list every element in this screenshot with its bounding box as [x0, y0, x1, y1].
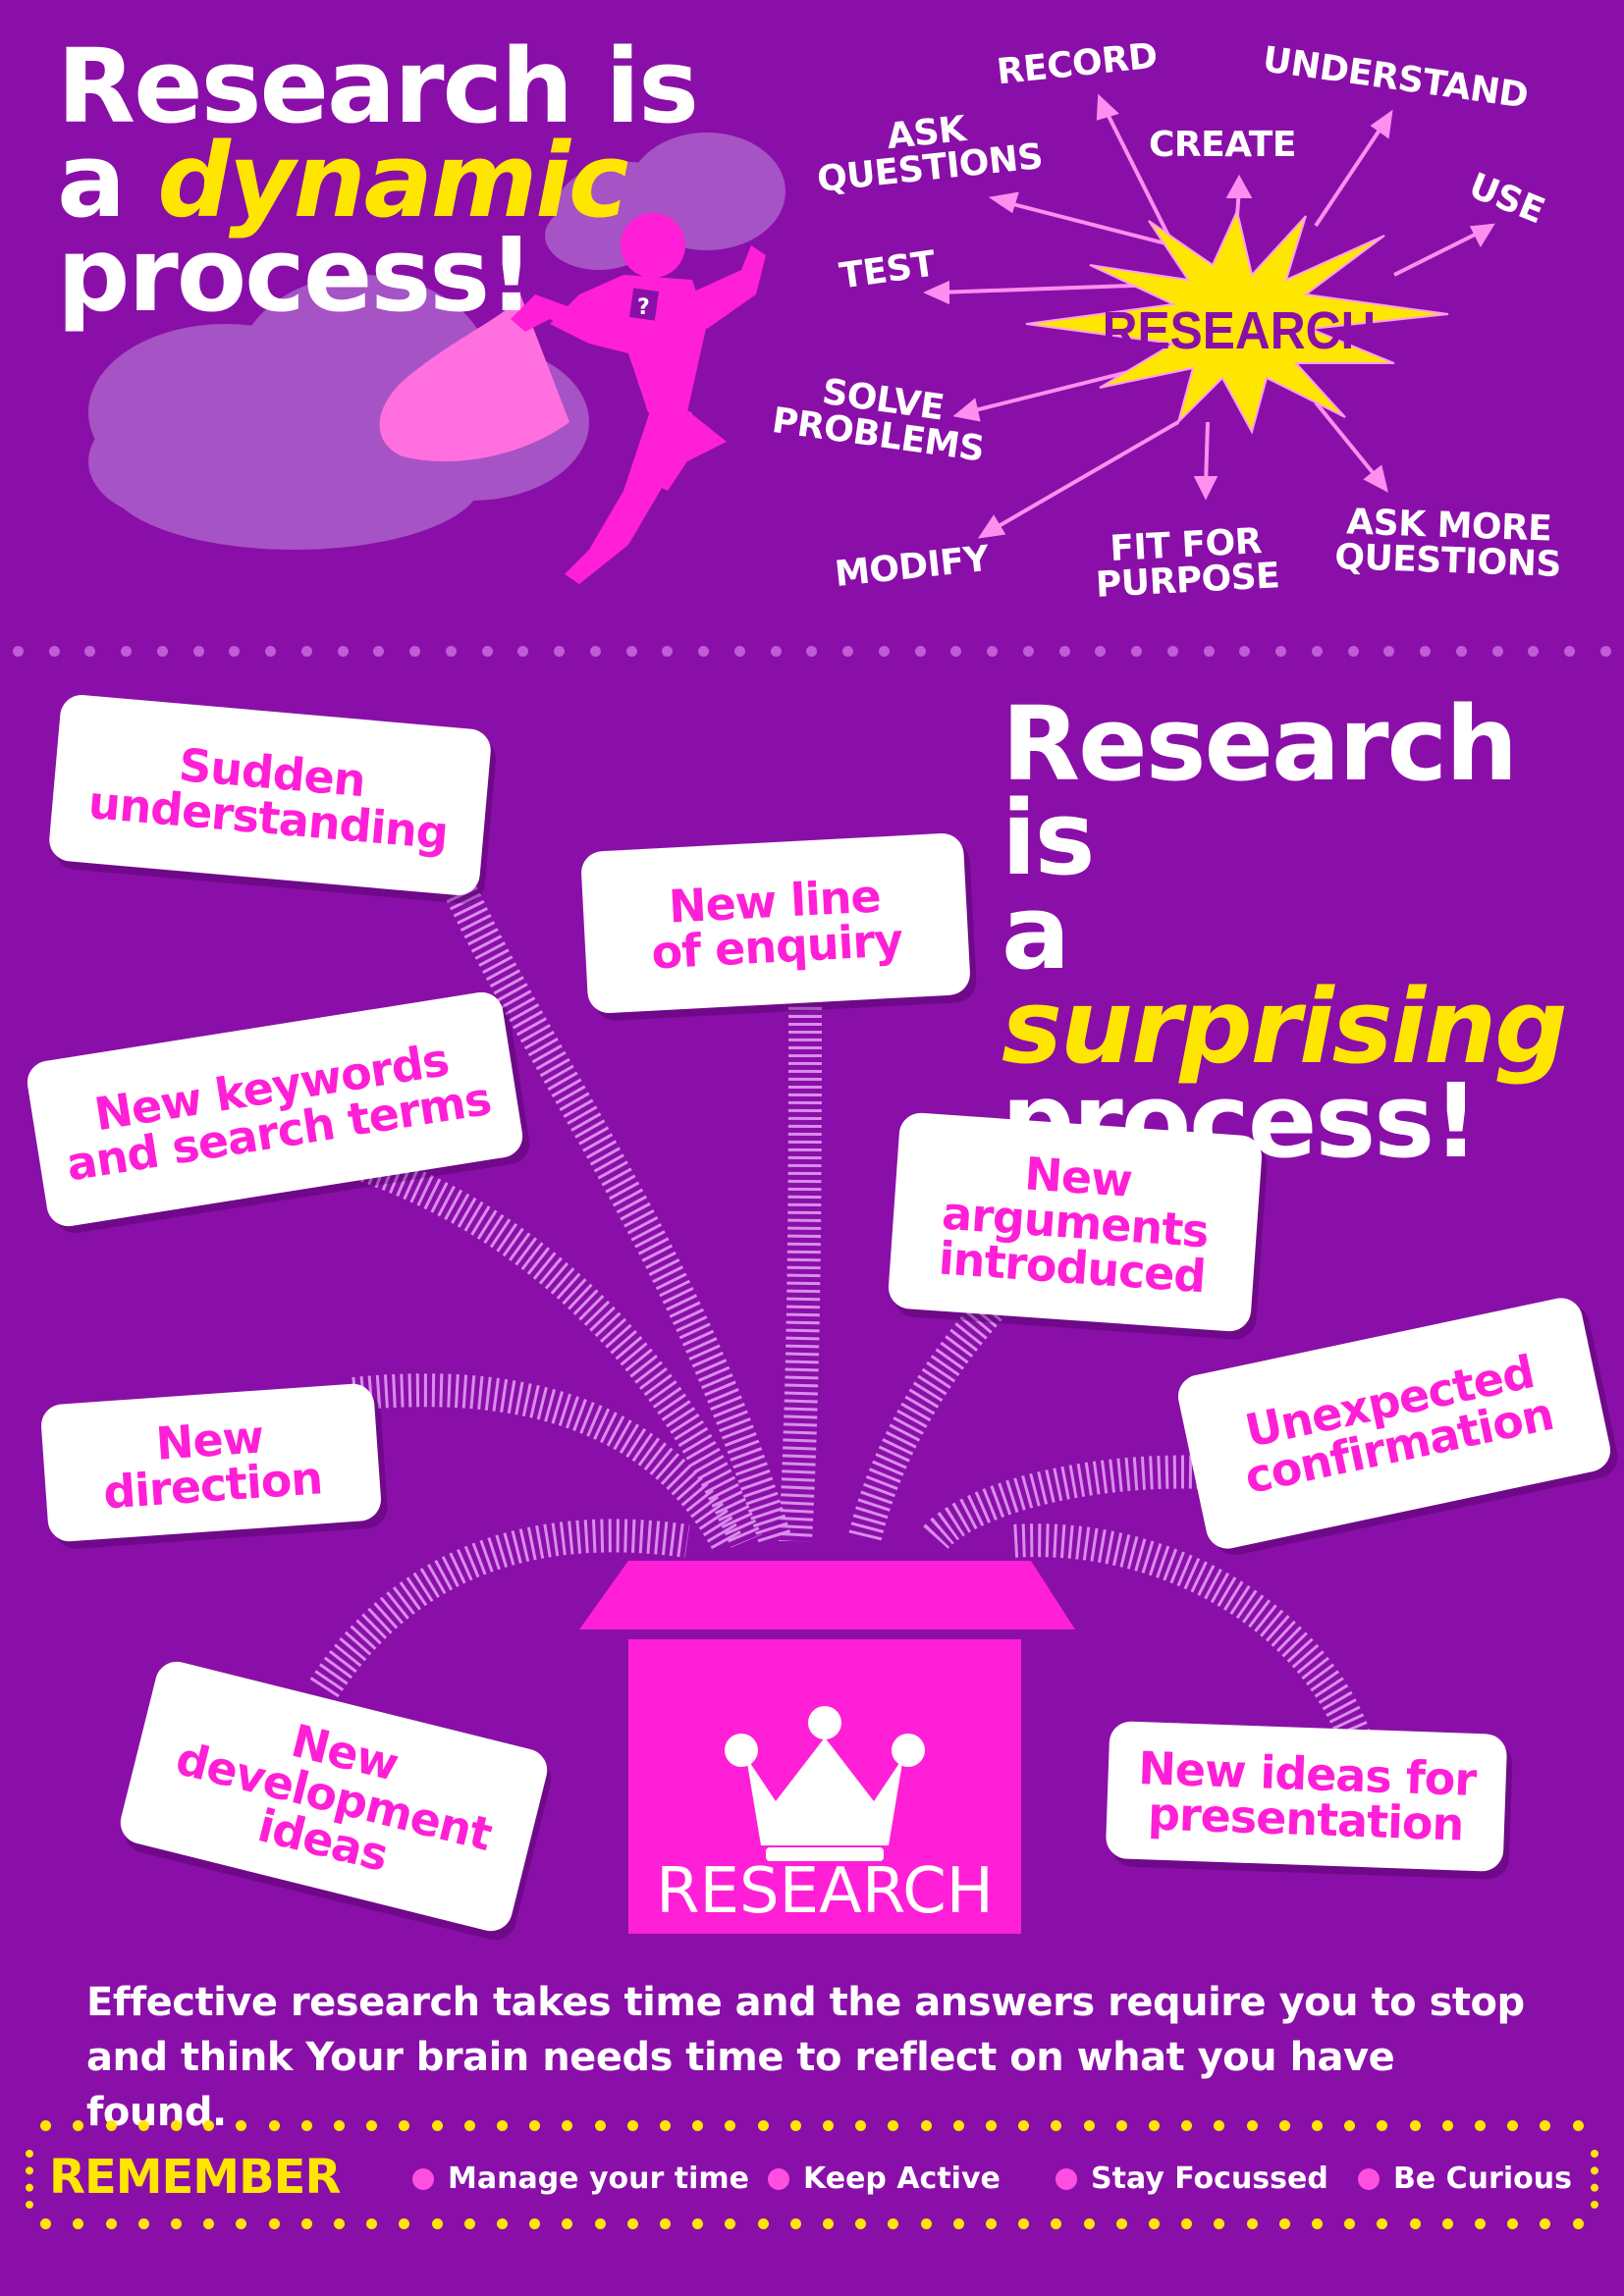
bullet-icon: [1056, 2167, 1077, 2190]
bullet-icon: [768, 2167, 789, 2190]
headline-line1: Research is: [1001, 684, 1518, 898]
top-illustration: ? RESEARCH: [88, 93, 1495, 584]
card-label: New direction: [101, 1410, 324, 1520]
card-label: Unexpected confirmation: [1240, 1345, 1558, 1505]
box-label: RESEARCH: [656, 1855, 994, 1928]
card-label: Sudden understanding: [85, 737, 451, 860]
term-fit-for-purpose: FIT FOR PURPOSE: [1094, 521, 1281, 606]
section-divider: [0, 646, 1624, 666]
headline-line3: process!: [57, 215, 535, 335]
term-create: CREATE: [1149, 125, 1296, 165]
tip-label: Stay Focussed: [1091, 2162, 1328, 2196]
research-arrows: [923, 93, 1495, 539]
bullet-icon: [1358, 2167, 1380, 2190]
card-new-ideas-presentation: New ideas for presentation: [1105, 1720, 1508, 1873]
remember-border-left: [26, 2150, 41, 2209]
remember-border-top: [29, 2120, 1595, 2140]
card-label: New keywords and search terms: [62, 1033, 495, 1192]
jester-crown-icon: [725, 1706, 925, 1861]
card-label: New ideas for presentation: [1137, 1741, 1478, 1851]
tip-keep-active: Keep Active: [768, 2162, 1001, 2196]
body-paragraph: Effective research takes time and the an…: [86, 1980, 1525, 2135]
remember-border-bottom: [29, 2218, 1595, 2238]
bullet-icon: [412, 2167, 434, 2190]
term-ask-more-questions: ASK MORE QUESTIONS: [1333, 502, 1562, 585]
tip-stay-focussed: Stay Focussed: [1056, 2162, 1328, 2196]
card-new-line-of-enquiry: New line of enquiry: [579, 831, 972, 1015]
remember-label: REMEMBER: [49, 2150, 341, 2205]
headline-line2: a dynamic: [57, 130, 697, 232]
headline-highlight: surprising: [1001, 967, 1568, 1087]
burst-label: RESEARCH: [1103, 300, 1377, 359]
research-box: RESEARCH: [579, 1561, 1075, 1934]
headline-a: a: [57, 121, 126, 240]
springs: [309, 885, 1371, 1744]
card-label: New line of enquiry: [650, 868, 904, 980]
research-starburst: [1025, 207, 1449, 435]
tip-be-curious: Be Curious: [1358, 2162, 1572, 2196]
tip-label: Keep Active: [803, 2162, 1001, 2196]
headline-highlight: dynamic: [157, 121, 628, 240]
card-new-direction: New direction: [39, 1382, 383, 1543]
tip-label: Manage your time: [448, 2162, 749, 2196]
headline-a: a: [1001, 873, 1070, 992]
card-new-arguments: New arguments introduced: [887, 1111, 1264, 1333]
tip-label: Be Curious: [1393, 2162, 1572, 2196]
headline-surprising: Research is a surprising process!: [1001, 684, 1624, 1172]
headline-line1: Research is: [57, 27, 699, 146]
headline-dynamic: Research is a dynamic process!: [57, 27, 699, 335]
springs-illustration: RESEARCH: [309, 885, 1371, 1934]
headline-line2: a surprising: [1001, 881, 1624, 1078]
remember-border-right: [1591, 2150, 1606, 2209]
card-label: New arguments introduced: [937, 1147, 1211, 1304]
hero-chest-mark: ?: [637, 295, 650, 320]
tip-manage-time: Manage your time: [412, 2162, 749, 2196]
running-superhero-icon: ?: [379, 213, 766, 584]
